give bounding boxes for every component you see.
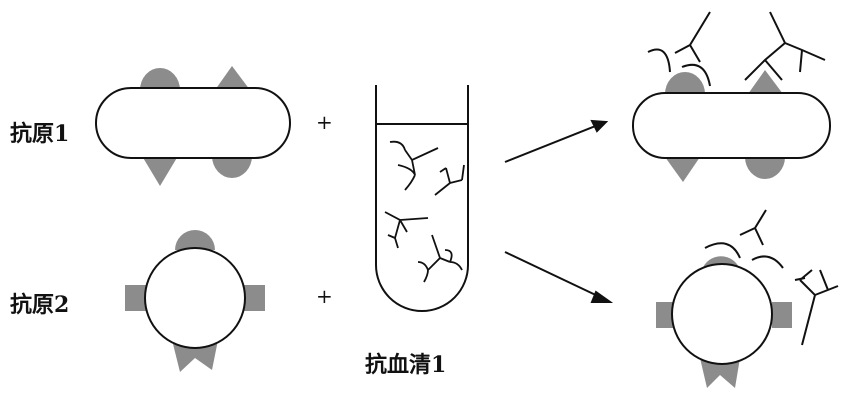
arrow-lower xyxy=(504,251,603,299)
antibody-bound xyxy=(647,11,711,87)
antiserum-label: 抗血清1 xyxy=(365,352,447,378)
epitope-notched xyxy=(700,358,740,388)
antibody-bound xyxy=(744,11,826,81)
epitope-triangle xyxy=(665,157,700,182)
arrowhead xyxy=(590,119,609,133)
epitope-semicircle xyxy=(212,156,252,178)
plus-sign: + xyxy=(316,284,333,308)
epitope-square xyxy=(243,285,265,311)
antibody-bound xyxy=(794,269,839,346)
epitope-square xyxy=(772,302,792,328)
epitope-triangle xyxy=(748,70,783,94)
arrow-upper xyxy=(504,124,599,163)
antigen1-label: 抗原1 xyxy=(10,121,70,147)
antigen2-circle xyxy=(144,247,246,349)
epitope-semicircle xyxy=(175,230,215,250)
epitope-semicircle xyxy=(745,157,785,179)
test-tube xyxy=(375,85,469,312)
antigen2-circle-bound xyxy=(671,263,773,365)
epitope-notched xyxy=(172,340,218,372)
antibody xyxy=(434,164,465,196)
epitope-semicircle xyxy=(665,72,705,94)
antigen1-capsule xyxy=(95,87,291,159)
epitope-semicircle xyxy=(140,68,180,90)
plus-sign: + xyxy=(316,110,333,134)
antibody-bound xyxy=(704,209,784,269)
epitope-square xyxy=(656,302,676,328)
epitope-square xyxy=(125,285,147,311)
antigen2-label: 抗原2 xyxy=(10,292,70,318)
epitope-triangle xyxy=(142,156,178,186)
epitope-triangle xyxy=(215,66,250,90)
antibody xyxy=(389,140,439,191)
arrowhead xyxy=(590,290,614,303)
antibody xyxy=(384,211,429,249)
antigen1-capsule-bound xyxy=(632,92,831,159)
antibody xyxy=(417,234,463,283)
